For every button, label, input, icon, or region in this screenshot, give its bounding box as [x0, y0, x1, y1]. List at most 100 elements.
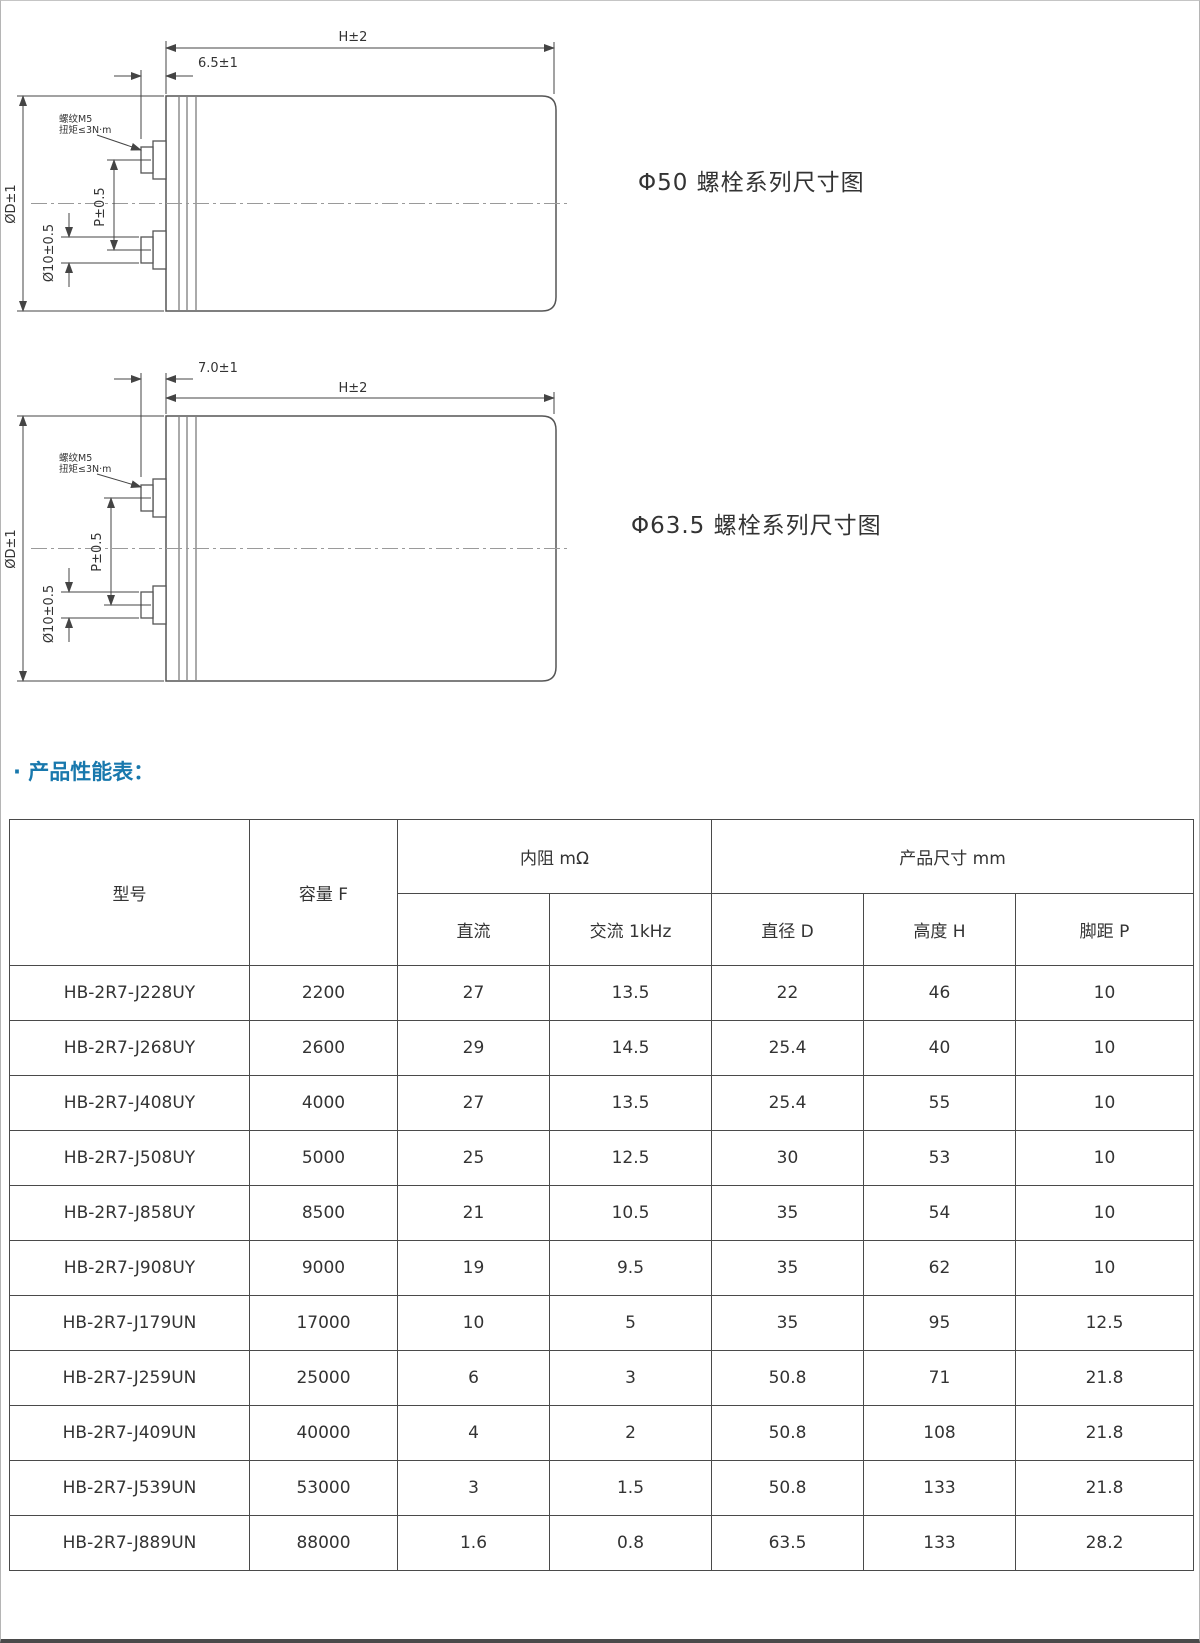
header-dc: 直流: [397, 893, 550, 966]
value-cell: 25000: [249, 1350, 398, 1406]
value-cell: 10: [397, 1295, 550, 1351]
dimension-lines: [17, 373, 555, 682]
value-cell: 27: [397, 965, 550, 1021]
drawing-phi50-title: Φ50 螺栓系列尺寸图: [638, 170, 865, 196]
value-cell: 35: [711, 1240, 864, 1296]
value-cell: 5000: [249, 1130, 398, 1186]
value-cell: 17000: [249, 1295, 398, 1351]
value-cell: 10.5: [549, 1185, 712, 1241]
model-cell: HB-2R7-J508UY: [9, 1130, 250, 1186]
value-cell: 9.5: [549, 1240, 712, 1296]
value-cell: 35: [711, 1185, 864, 1241]
value-cell: 63.5: [711, 1515, 864, 1571]
dim-height-label: H±2: [339, 30, 368, 45]
model-cell: HB-2R7-J228UY: [9, 965, 250, 1021]
value-cell: 2: [549, 1405, 712, 1461]
value-cell: 30: [711, 1130, 864, 1186]
value-cell: 50.8: [711, 1350, 864, 1406]
value-cell: 12.5: [549, 1130, 712, 1186]
thread-note-line1: 螺纹M5: [59, 113, 92, 125]
value-cell: 29: [397, 1020, 550, 1076]
value-cell: 46: [863, 965, 1016, 1021]
dim-diameter-label: ØD±1: [4, 529, 19, 568]
value-cell: 95: [863, 1295, 1016, 1351]
model-cell: HB-2R7-J539UN: [9, 1460, 250, 1516]
thread-note-line2: 扭矩≤3N·m: [59, 463, 111, 475]
value-cell: 50.8: [711, 1460, 864, 1516]
thread-note-line2: 扭矩≤3N·m: [59, 124, 111, 136]
value-cell: 40000: [249, 1405, 398, 1461]
value-cell: 10: [1015, 1185, 1194, 1241]
model-cell: HB-2R7-J268UY: [9, 1020, 250, 1076]
value-cell: 12.5: [1015, 1295, 1194, 1351]
value-cell: 10: [1015, 1020, 1194, 1076]
drawing-phi63-title: Φ63.5 螺栓系列尺寸图: [631, 513, 882, 539]
model-cell: HB-2R7-J858UY: [9, 1185, 250, 1241]
drawing-phi63: 7.0±1 H±2 ØD±1 Ø10±0.5 P±0.5 螺纹M5 扭矩≤3N·…: [4, 361, 569, 682]
value-cell: 53: [863, 1130, 1016, 1186]
value-cell: 0.8: [549, 1515, 712, 1571]
value-cell: 25.4: [711, 1075, 864, 1131]
dim-diameter-label: ØD±1: [4, 184, 19, 223]
value-cell: 2200: [249, 965, 398, 1021]
value-cell: 10: [1015, 1130, 1194, 1186]
performance-table: 型号 容量 F 内阻 mΩ 产品尺寸 mm 直流 交流 1kHz 直径 D 高度…: [9, 819, 1194, 1571]
table-header: 型号 容量 F 内阻 mΩ 产品尺寸 mm 直流 交流 1kHz 直径 D 高度…: [9, 819, 1194, 966]
value-cell: 25: [397, 1130, 550, 1186]
value-cell: 13.5: [549, 1075, 712, 1131]
value-cell: 3: [549, 1350, 712, 1406]
value-cell: 25.4: [711, 1020, 864, 1076]
dim-height-label: H±2: [339, 381, 368, 396]
drawing-phi50: H±2 6.5±1 ØD±1 Ø10±0.5 P±0.5 螺纹M5 扭矩≤3N·…: [4, 30, 569, 312]
dim-terminal-label: Ø10±0.5: [42, 224, 57, 282]
header-ac: 交流 1kHz: [549, 893, 712, 966]
value-cell: 54: [863, 1185, 1016, 1241]
value-cell: 9000: [249, 1240, 398, 1296]
model-cell: HB-2R7-J889UN: [9, 1515, 250, 1571]
thread-note-line1: 螺纹M5: [59, 452, 92, 464]
value-cell: 108: [863, 1405, 1016, 1461]
dim-terminal-label: Ø10±0.5: [42, 585, 57, 643]
value-cell: 5: [549, 1295, 712, 1351]
value-cell: 3: [397, 1460, 550, 1516]
value-cell: 88000: [249, 1515, 398, 1571]
header-dimensions-group: 产品尺寸 mm: [711, 819, 1194, 894]
section-title: · 产品性能表：: [13, 760, 155, 784]
dim-pitch-label: P±0.5: [90, 532, 105, 571]
value-cell: 10: [1015, 965, 1194, 1021]
header-pitch: 脚距 P: [1015, 893, 1194, 966]
value-cell: 71: [863, 1350, 1016, 1406]
value-cell: 8500: [249, 1185, 398, 1241]
model-cell: HB-2R7-J908UY: [9, 1240, 250, 1296]
value-cell: 133: [863, 1515, 1016, 1571]
value-cell: 13.5: [549, 965, 712, 1021]
dim-pitch-label: P±0.5: [93, 187, 108, 226]
value-cell: 21.8: [1015, 1460, 1194, 1516]
value-cell: 14.5: [549, 1020, 712, 1076]
header-height: 高度 H: [863, 893, 1016, 966]
value-cell: 4: [397, 1405, 550, 1461]
value-cell: 1.5: [549, 1460, 712, 1516]
value-cell: 50.8: [711, 1405, 864, 1461]
value-cell: 27: [397, 1075, 550, 1131]
value-cell: 55: [863, 1075, 1016, 1131]
model-cell: HB-2R7-J409UN: [9, 1405, 250, 1461]
value-cell: 35: [711, 1295, 864, 1351]
value-cell: 62: [863, 1240, 1016, 1296]
value-cell: 21.8: [1015, 1405, 1194, 1461]
header-capacity: 容量 F: [249, 819, 398, 966]
bolt-terminals: [140, 478, 167, 625]
value-cell: 53000: [249, 1460, 398, 1516]
